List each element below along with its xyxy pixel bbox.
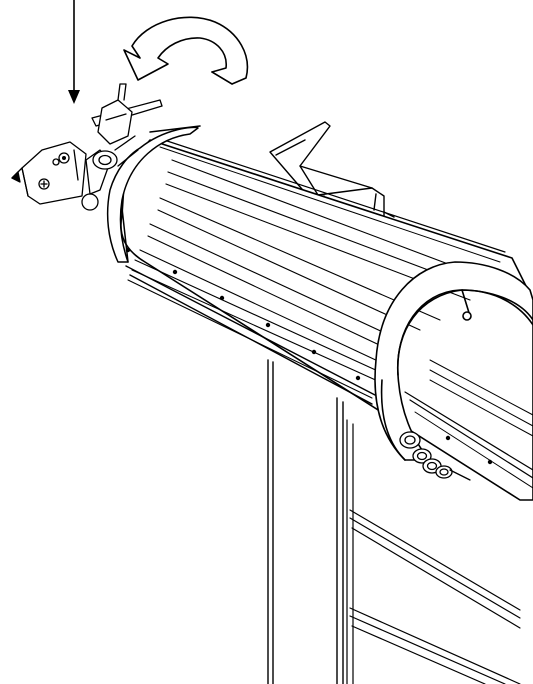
cable-coils [399,431,471,481]
down-arrow-icon [68,0,80,104]
right-ring-collar [374,261,533,461]
counterclockwise-rotate-arrow-icon [123,16,249,85]
rivet-dots [125,247,493,465]
panel-slats [346,419,521,684]
end-bracket-assembly [11,83,163,211]
vertical-post [267,359,344,684]
left-end-ring [106,125,201,263]
roller-tube [120,137,533,501]
